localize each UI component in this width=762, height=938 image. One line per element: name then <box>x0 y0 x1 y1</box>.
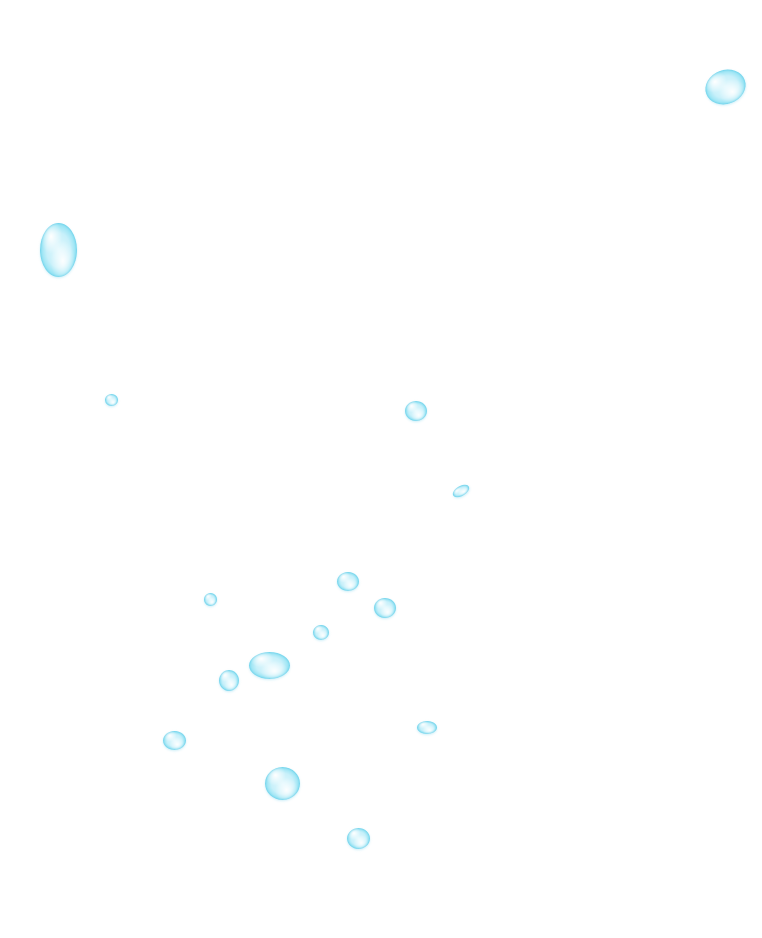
water-droplet <box>700 64 751 110</box>
water-droplet <box>417 721 437 734</box>
water-droplet <box>105 394 118 406</box>
water-droplet <box>313 625 329 640</box>
water-droplet <box>405 401 427 421</box>
water-droplet <box>249 652 290 679</box>
water-droplet <box>374 598 396 618</box>
water-droplet <box>265 767 300 800</box>
water-droplet <box>204 593 217 606</box>
water-droplet <box>450 482 472 500</box>
water-droplet <box>219 670 239 691</box>
water-droplet <box>337 572 359 591</box>
water-droplet <box>40 223 77 277</box>
water-droplet <box>163 731 186 750</box>
water-droplet <box>347 828 370 849</box>
